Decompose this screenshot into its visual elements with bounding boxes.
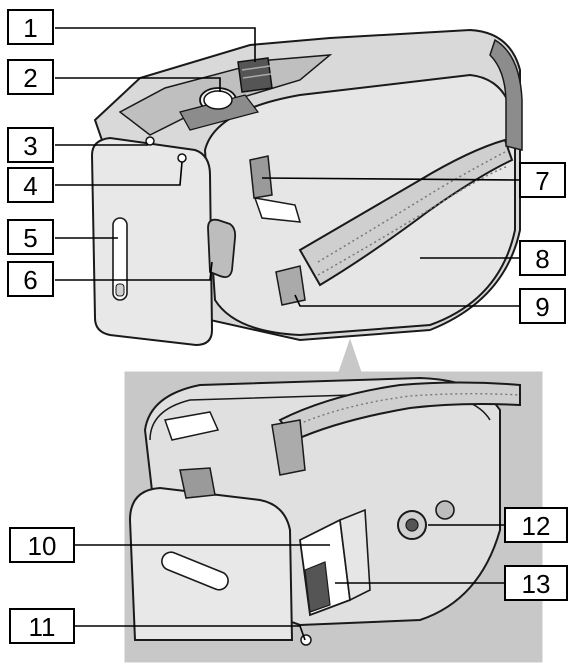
callout-4: 4 bbox=[7, 167, 54, 203]
leader-1 bbox=[55, 27, 256, 62]
leader-6 bbox=[55, 261, 213, 281]
leader-7 bbox=[261, 177, 521, 181]
callout-7: 7 bbox=[519, 162, 566, 198]
callout-label: 1 bbox=[23, 13, 37, 43]
callout-label: 5 bbox=[23, 223, 37, 253]
callout-2: 2 bbox=[7, 59, 54, 95]
callout-11: 11 bbox=[9, 608, 75, 644]
callout-label: 8 bbox=[535, 244, 549, 274]
callout-label: 7 bbox=[535, 166, 549, 196]
callout-10: 10 bbox=[9, 527, 75, 563]
callout-1: 1 bbox=[7, 9, 54, 45]
leader-4 bbox=[55, 161, 183, 186]
callout-12: 12 bbox=[504, 507, 568, 543]
callout-6: 6 bbox=[7, 261, 54, 297]
callout-label: 4 bbox=[23, 171, 37, 201]
callout-label: 3 bbox=[23, 131, 37, 161]
leader-11 bbox=[74, 625, 306, 641]
leader-9 bbox=[294, 294, 520, 307]
camcorder-bottom-inset bbox=[124, 371, 543, 663]
callout-label: 2 bbox=[23, 63, 37, 93]
callout-label: 11 bbox=[29, 612, 56, 642]
camcorder-upper-view bbox=[90, 28, 523, 376]
callout-9: 9 bbox=[519, 288, 566, 324]
callout-label: 9 bbox=[535, 292, 549, 322]
callout-label: 13 bbox=[522, 569, 551, 599]
callout-label: 10 bbox=[28, 531, 57, 561]
callout-3: 3 bbox=[7, 127, 54, 163]
callout-label: 12 bbox=[522, 511, 551, 541]
callout-8: 8 bbox=[519, 240, 566, 276]
callout-5: 5 bbox=[7, 219, 54, 255]
leader-lines bbox=[55, 27, 521, 641]
leader-2 bbox=[55, 77, 221, 92]
callout-label: 6 bbox=[23, 265, 37, 295]
callout-13: 13 bbox=[504, 565, 568, 601]
